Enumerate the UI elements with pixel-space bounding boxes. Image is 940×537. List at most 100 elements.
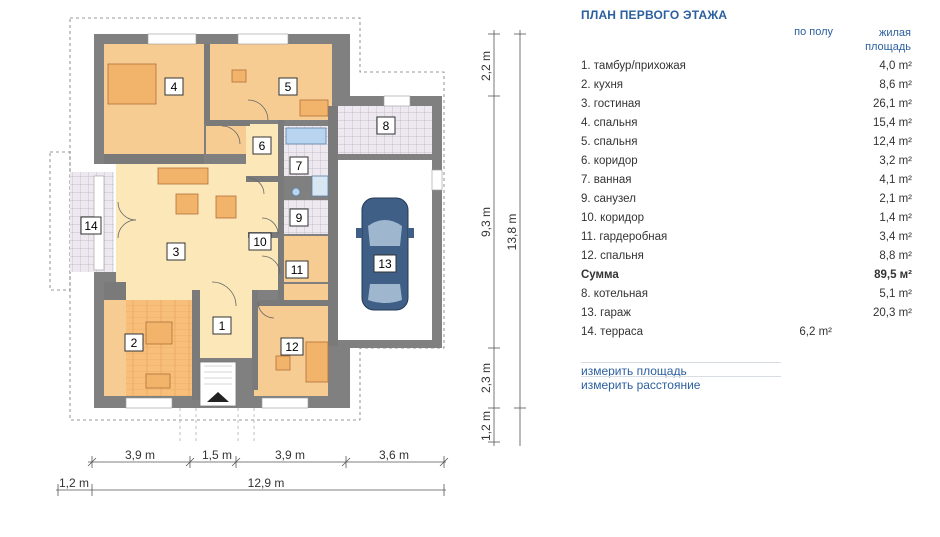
room-name: 13. гараж [581,307,632,319]
living-area: 4,1 m² [879,174,912,186]
column-header-living-line2: площадь [865,41,911,53]
living-area: 3,4 m² [879,231,912,243]
entrance [179,361,255,444]
svg-text:3,9 m: 3,9 m [275,448,305,462]
room-name: 6. коридор [581,155,638,167]
svg-text:1,2 m: 1,2 m [59,476,89,490]
room-label-4: 4 [164,77,184,96]
area-row: Сумма 89,5 м² [581,266,912,285]
svg-text:5: 5 [285,80,292,94]
area-row: 11. гардеробная 3,4 m² [581,228,912,247]
room-name: 4. спальня [581,117,638,129]
svg-text:4: 4 [171,80,178,94]
measure-distance-link[interactable]: измерить расстояние [581,376,781,392]
room-label-11: 11 [285,260,309,279]
svg-text:1,2 m: 1,2 m [479,411,493,441]
room-name: 7. ванная [581,174,632,186]
svg-text:9,3 m: 9,3 m [479,207,493,237]
living-area: 12,4 m² [873,136,912,148]
svg-text:2,2 m: 2,2 m [479,51,493,81]
living-area: 2,1 m² [879,193,912,205]
room-labels: 4 5 6 7 8 9 10 3 14 13 11 1 2 12 [80,77,397,356]
interior-walls [104,44,338,400]
area-row: 3. гостиная 26,1 m² [581,95,912,114]
room-name: 11. гардеробная [581,231,668,243]
furniture [107,63,329,389]
living-area: 8,8 m² [879,250,912,262]
column-header-living-line1: жилая [879,27,911,39]
svg-text:1,5 m: 1,5 m [202,448,232,462]
measure-area-link[interactable]: измерить площадь [581,362,781,378]
site-outline [49,17,445,421]
svg-text:8: 8 [383,119,390,133]
svg-text:11: 11 [291,263,304,277]
floor-area: 6,2 m² [799,326,832,338]
door-arcs [117,99,281,319]
room-name: 8. котельная [581,288,648,300]
room-label-8: 8 [376,116,396,135]
column-header-living: жилая площадь [848,26,911,54]
living-area: 15,4 m² [873,117,912,129]
room-label-12: 12 [280,337,304,356]
column-header-floor: по полу [794,26,833,38]
room-name: 12. спальня [581,250,644,262]
room-label-10: 10 [248,232,272,251]
area-row: 4. спальня 15,4 m² [581,114,912,133]
room-name: Сумма [581,269,619,281]
area-row: 14. терраса 6,2 m² [581,323,912,342]
svg-text:3,6 m: 3,6 m [379,448,409,462]
room-label-6: 6 [252,136,272,155]
svg-text:7: 7 [296,159,303,173]
floor-plan: 4 5 6 7 8 9 10 3 14 13 11 1 2 12 3,9 m 1… [49,17,526,496]
area-row: 8. котельная 5,1 m² [581,285,912,304]
svg-text:9: 9 [296,211,303,225]
dimension-lines-right [488,30,526,446]
svg-text:12: 12 [285,340,299,354]
room-name: 14. терраса [581,326,644,338]
svg-text:10: 10 [253,235,267,249]
living-area: 3,2 m² [879,155,912,167]
svg-text:12,9 m: 12,9 m [248,476,285,490]
dimension-lines-bottom [56,456,449,496]
room-label-5: 5 [278,77,298,96]
room-name: 2. кухня [581,79,624,91]
svg-text:3: 3 [173,245,180,259]
area-row: 7. ванная 4,1 m² [581,171,912,190]
room-label-13: 13 [373,254,397,273]
dimension-labels-right: 2,2 m 9,3 m 2,3 m 1,2 m 13,8 m [479,51,519,441]
svg-text:2,3 m: 2,3 m [479,363,493,393]
area-row: 10. коридор 1,4 m² [581,209,912,228]
svg-text:1: 1 [219,319,226,333]
area-panel: ПЛАН ПЕРВОГО ЭТАЖА по полу жилая площадь… [572,0,940,537]
dimension-labels-bottom: 3,9 m 1,5 m 3,9 m 3,6 m 1,2 m 12,9 m [59,448,409,490]
living-area: 1,4 m² [879,212,912,224]
svg-text:13,8 m: 13,8 m [505,214,519,251]
panel-title: ПЛАН ПЕРВОГО ЭТАЖА [581,8,728,22]
area-row: 9. санузел 2,1 m² [581,190,912,209]
room-label-7: 7 [289,156,309,175]
living-area: 26,1 m² [873,98,912,110]
area-row: 6. коридор 3,2 m² [581,152,912,171]
living-area: 5,1 m² [879,288,912,300]
svg-text:3,9 m: 3,9 m [125,448,155,462]
svg-text:6: 6 [259,139,266,153]
room-name: 9. санузел [581,193,636,205]
svg-text:14: 14 [84,219,98,233]
room-name: 5. спальня [581,136,638,148]
living-area: 89,5 м² [874,269,912,281]
area-row: 5. спальня 12,4 m² [581,133,912,152]
room-label-1: 1 [212,316,232,335]
svg-text:2: 2 [131,336,138,350]
room-name: 3. гостиная [581,98,641,110]
area-row: 12. спальня 8,8 m² [581,247,912,266]
room-name: 10. коридор [581,212,645,224]
room-label-14: 14 [80,216,102,235]
room-label-9: 9 [289,208,309,227]
room-name: 1. тамбур/прихожая [581,60,686,72]
room-label-3: 3 [166,242,186,261]
car-icon [356,197,414,311]
living-area: 20,3 m² [873,307,912,319]
